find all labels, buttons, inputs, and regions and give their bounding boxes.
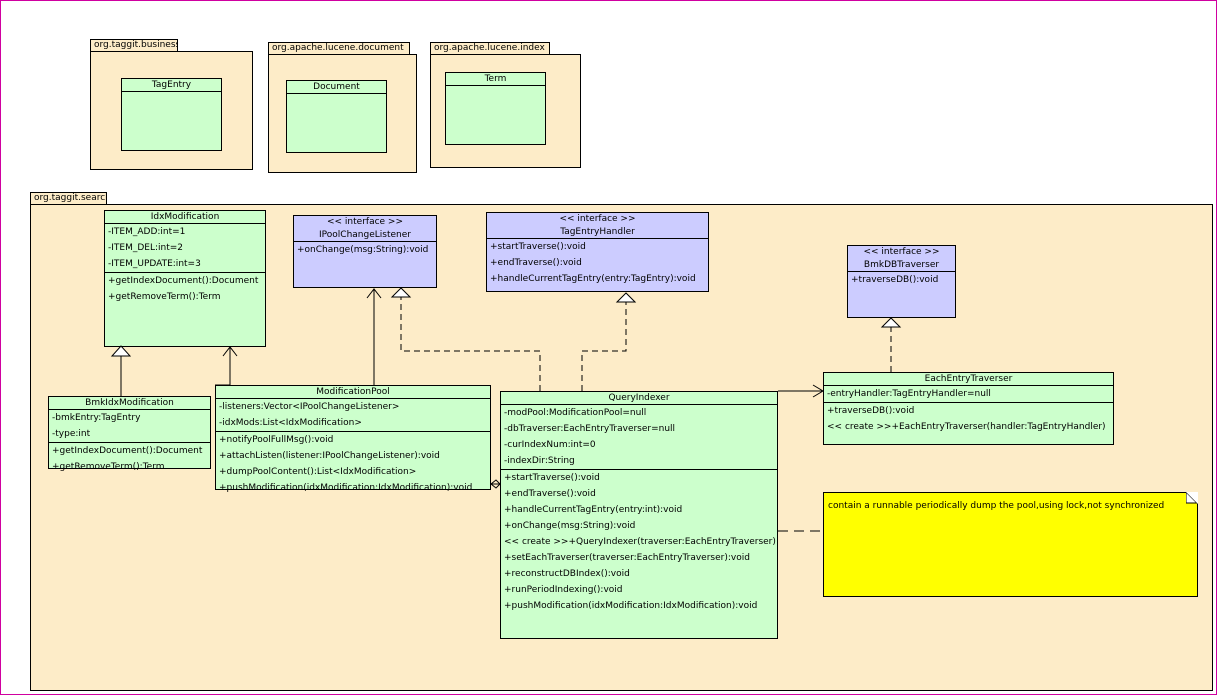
stereotype-label: << interface >> <box>863 247 940 257</box>
stereotype-label: << interface >> <box>559 214 636 224</box>
attributes-section: -listeners:Vector<IPoolChangeListener> -… <box>216 399 490 432</box>
note-text: contain a runnable periodically dump the… <box>828 501 1165 511</box>
class-name: BmkIdxModification <box>49 397 210 410</box>
realization-arrowhead <box>880 317 902 328</box>
aggregation-diamond <box>490 479 501 489</box>
realization-line <box>400 297 541 391</box>
association-line <box>215 347 231 386</box>
method-item: +notifyPoolFullMsg():void <box>219 435 334 445</box>
method-item: +traverseDB():void <box>827 406 915 416</box>
class-idx-modification[interactable]: IdxModification -ITEM_ADD:int=1 -ITEM_DE… <box>104 210 266 347</box>
method-item: +runPeriodIndexing():void <box>504 585 623 595</box>
method-item: +startTraverse():void <box>490 242 586 252</box>
class-name: QueryIndexer <box>501 392 777 405</box>
attributes-section: -ITEM_ADD:int=1 -ITEM_DEL:int=2 -ITEM_UP… <box>105 224 265 273</box>
method-item: +onChange(msg:String):void <box>297 245 429 255</box>
realization-arrowhead <box>615 292 637 303</box>
method-item: +handleCurrentTagEntry(entry:TagEntry):v… <box>490 274 696 284</box>
class-name: TagEntryHandler <box>487 226 708 239</box>
class-term[interactable]: Term <box>445 72 546 145</box>
class-name: IdxModification <box>105 211 265 224</box>
method-item: +getRemoveTerm():Term <box>52 462 165 472</box>
attribute-item: -dbTraverser:EachEntryTraverser=null <box>504 424 676 434</box>
method-item: +reconstructDBIndex():void <box>504 569 630 579</box>
attributes-section: -entryHandler:TagEntryHandler=null <box>824 386 1113 403</box>
interface-bmk-db-traverser[interactable]: << interface >> BmkDBTraverser +traverse… <box>847 245 956 318</box>
attribute-item: -type:int <box>52 429 91 439</box>
attribute-item: -curIndexNum:int=0 <box>504 440 596 450</box>
method-item: +getRemoveTerm():Term <box>108 292 221 302</box>
class-query-indexer[interactable]: QueryIndexer -modPool:ModificationPool=n… <box>500 391 778 639</box>
association-arrowhead <box>812 384 824 398</box>
interface-tag-entry-handler[interactable]: << interface >> TagEntryHandler +startTr… <box>486 212 709 292</box>
class-name: BmkDBTraverser <box>848 259 955 272</box>
association-arrowhead <box>366 288 382 299</box>
attribute-item: -modPool:ModificationPool=null <box>504 408 647 418</box>
attribute-item: -bmkEntry:TagEntry <box>52 413 141 423</box>
attribute-item: -ITEM_DEL:int=2 <box>108 243 184 253</box>
method-item: +endTraverse():void <box>504 489 596 499</box>
attribute-item: -ITEM_ADD:int=1 <box>108 227 186 237</box>
note-fold-corner <box>1186 492 1198 504</box>
method-item: +getIndexDocument():Document <box>52 446 203 456</box>
class-tag-entry[interactable]: TagEntry <box>121 78 222 151</box>
class-name: ModificationPool <box>216 386 490 399</box>
method-item: +pushModification(idxModification:IdxMod… <box>504 601 758 611</box>
attribute-item: -indexDir:String <box>504 456 575 466</box>
stereotype-label: << interface >> <box>326 217 404 227</box>
interface-ipool-change-listener[interactable]: << interface >> IPoolChangeListener +onC… <box>293 215 437 288</box>
realization-line <box>581 302 627 391</box>
method-item: +getIndexDocument():Document <box>108 276 259 286</box>
method-item: +pushModification(idxModification:IdxMod… <box>219 483 473 493</box>
method-item: +setEachTraverser(traverser:EachEntryTra… <box>504 553 750 563</box>
class-name: EachEntryTraverser <box>824 373 1113 386</box>
method-item: +dumpPoolContent():List<IdxModification> <box>219 467 417 477</box>
class-document[interactable]: Document <box>286 80 387 153</box>
class-name: Document <box>287 81 386 94</box>
method-item: +attachListen(listener:IPoolChangeListen… <box>219 451 440 461</box>
method-item: << create >>+EachEntryTraverser(handler:… <box>827 422 1106 432</box>
method-item: +endTraverse():void <box>490 258 582 268</box>
methods-section: +traverseDB():void << create >>+EachEntr… <box>824 403 1113 435</box>
class-modification-pool[interactable]: ModificationPool -listeners:Vector<IPool… <box>215 385 491 493</box>
methods-section: +startTraverse():void +endTraverse():voi… <box>487 239 708 287</box>
class-bmk-idx-modification[interactable]: BmkIdxModification -bmkEntry:TagEntry -t… <box>48 396 211 472</box>
attributes-section: -modPool:ModificationPool=null -dbTraver… <box>501 405 777 470</box>
class-name: TagEntry <box>122 79 221 92</box>
association-arrowhead <box>222 346 238 357</box>
method-item: +startTraverse():void <box>504 473 600 483</box>
method-item: +onChange(msg:String):void <box>504 521 636 531</box>
methods-section: +traverseDB():void <box>848 272 955 288</box>
method-item: << create >>+QueryIndexer(traverser:Each… <box>504 537 776 547</box>
methods-section: +getIndexDocument():Document +getRemoveT… <box>49 443 210 475</box>
note[interactable]: contain a runnable periodically dump the… <box>823 492 1198 597</box>
attribute-item: -listeners:Vector<IPoolChangeListener> <box>219 402 400 412</box>
realization-arrowhead <box>390 287 412 298</box>
attribute-item: -entryHandler:TagEntryHandler=null <box>827 389 991 399</box>
realization-arrowhead <box>110 345 132 357</box>
methods-section: +startTraverse():void +endTraverse():voi… <box>501 470 777 614</box>
method-item: +traverseDB():void <box>851 275 939 285</box>
attributes-section: -bmkEntry:TagEntry -type:int <box>49 410 210 443</box>
class-name: IPoolChangeListener <box>294 229 436 242</box>
method-item: +handleCurrentTagEntry(entry:int):void <box>504 505 683 515</box>
attribute-item: -ITEM_UPDATE:int=3 <box>108 259 201 269</box>
class-each-entry-traverser[interactable]: EachEntryTraverser -entryHandler:TagEntr… <box>823 372 1114 445</box>
methods-section: +notifyPoolFullMsg():void +attachListen(… <box>216 432 490 496</box>
methods-section: +getIndexDocument():Document +getRemoveT… <box>105 273 265 305</box>
attribute-item: -idxMods:List<IdxModification> <box>219 418 362 428</box>
methods-section: +onChange(msg:String):void <box>294 242 436 258</box>
class-name: Term <box>446 73 545 86</box>
